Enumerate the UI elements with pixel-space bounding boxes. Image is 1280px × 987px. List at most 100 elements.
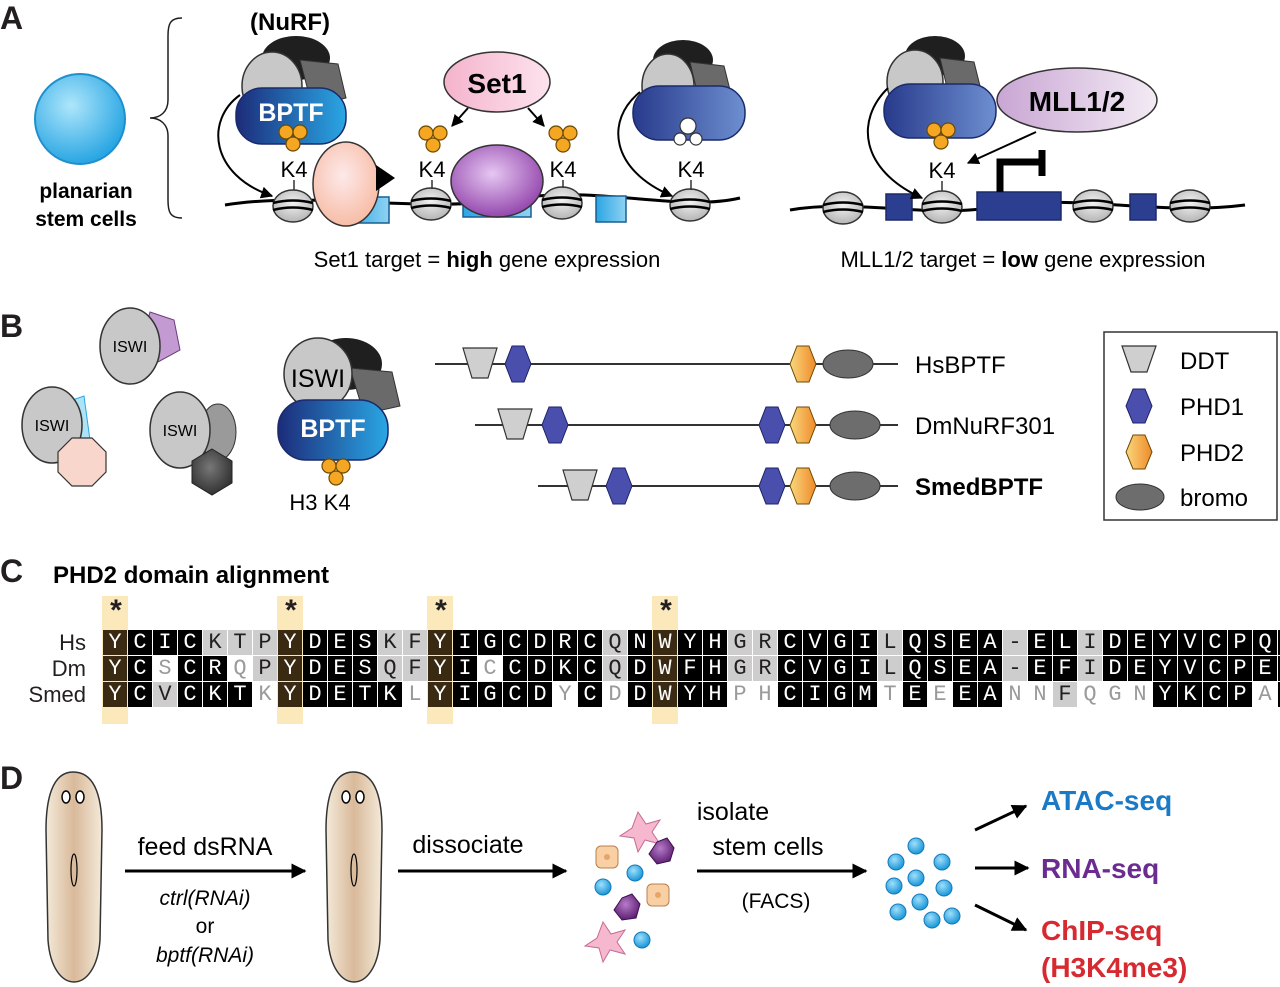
residue: S bbox=[353, 630, 377, 655]
residue: W bbox=[653, 682, 677, 707]
residue: E bbox=[1028, 630, 1052, 655]
residue: C bbox=[1278, 656, 1280, 681]
residue: Y bbox=[1153, 682, 1177, 707]
residue: E bbox=[903, 682, 927, 707]
chip-seq-mark-label: (H3K4me3) bbox=[1041, 952, 1187, 983]
panel-label-c: C bbox=[0, 553, 23, 589]
iswi-complex-3: ISWI bbox=[149, 391, 237, 496]
promoter-triangle-icon bbox=[376, 165, 395, 191]
brace bbox=[149, 17, 183, 219]
isolate-label-1: isolate bbox=[697, 798, 769, 826]
atac-seq-label: ATAC-seq bbox=[1041, 785, 1172, 816]
residue: P bbox=[1228, 656, 1252, 681]
dissociated-cells bbox=[583, 810, 675, 964]
legend-phd1-icon bbox=[1125, 388, 1153, 424]
residue: W bbox=[653, 630, 677, 655]
residue: P bbox=[728, 682, 752, 707]
bromo-domain bbox=[822, 349, 874, 379]
set1-enzyme bbox=[443, 51, 551, 113]
nurf-slide-arrow bbox=[217, 94, 274, 199]
panel-label-b: B bbox=[0, 308, 23, 344]
residue: C bbox=[503, 630, 527, 655]
iswi-label: ISWI bbox=[163, 423, 198, 440]
residue: Y bbox=[553, 682, 577, 707]
nucleosome bbox=[1169, 189, 1211, 223]
residue: E bbox=[328, 682, 352, 707]
bptf-label: BPTF bbox=[300, 415, 365, 443]
residue: A bbox=[1253, 682, 1277, 707]
alignment-row-label-dm: Dm bbox=[51, 656, 86, 681]
residue: C bbox=[1203, 656, 1227, 681]
residue: I bbox=[803, 682, 827, 707]
residue: C bbox=[778, 630, 802, 655]
residue: I bbox=[1078, 630, 1102, 655]
residue: M bbox=[853, 682, 877, 707]
exon-box bbox=[976, 191, 1062, 221]
stem-cell-label-2: stem cells bbox=[35, 208, 137, 231]
residue: E bbox=[928, 682, 952, 707]
set1-arrow-left bbox=[451, 107, 469, 127]
residue: P bbox=[253, 656, 277, 681]
exon-box bbox=[595, 195, 627, 223]
residue: C bbox=[1278, 682, 1280, 707]
residue: A bbox=[978, 630, 1002, 655]
residue: Q bbox=[603, 630, 627, 655]
nucleosome bbox=[272, 189, 314, 223]
residue: N bbox=[628, 630, 652, 655]
set1-caption: Set1 target = high gene expression bbox=[314, 247, 661, 272]
residue: H bbox=[703, 656, 727, 681]
nurf-slide-arrow bbox=[617, 91, 674, 198]
residue: L bbox=[878, 630, 902, 655]
mll-enzyme bbox=[996, 67, 1158, 133]
residue: R bbox=[553, 630, 577, 655]
residue: R bbox=[753, 630, 777, 655]
nurf-slide-arrow bbox=[866, 87, 924, 200]
residue: F bbox=[403, 656, 427, 681]
residue: Y bbox=[678, 682, 702, 707]
alignment-row-label-hs: Hs bbox=[59, 630, 86, 655]
residue: P bbox=[1228, 682, 1252, 707]
residue: V bbox=[803, 656, 827, 681]
residue: Q bbox=[1078, 682, 1102, 707]
residue: D bbox=[528, 630, 552, 655]
residue: H bbox=[703, 630, 727, 655]
mll-arrow bbox=[966, 131, 1037, 164]
residue: R bbox=[203, 656, 227, 681]
residue: E bbox=[953, 656, 977, 681]
residue: G bbox=[478, 682, 502, 707]
residue: C bbox=[178, 656, 202, 681]
residue: I bbox=[453, 656, 477, 681]
residue: C bbox=[128, 656, 152, 681]
residue: Y bbox=[103, 630, 127, 655]
iswi-label: ISWI bbox=[35, 418, 70, 435]
residue: F bbox=[1053, 682, 1077, 707]
protein-label-smedbptf: SmedBPTF bbox=[915, 474, 1043, 501]
residue: C bbox=[578, 630, 602, 655]
phd1-domain bbox=[605, 467, 633, 505]
rna-polymerase bbox=[450, 144, 544, 218]
residue: D bbox=[1103, 630, 1127, 655]
panel-label-d: D bbox=[0, 760, 23, 796]
residue: I bbox=[453, 682, 477, 707]
residue: F bbox=[678, 656, 702, 681]
residue: V bbox=[803, 630, 827, 655]
legend-bromo-icon bbox=[1115, 483, 1165, 511]
protein-label-dmnurf301: DmNuRF301 bbox=[915, 413, 1055, 440]
residue: V bbox=[153, 682, 177, 707]
nucleosome bbox=[541, 186, 583, 220]
isolated-stem-cells bbox=[885, 837, 961, 929]
residue: Y bbox=[678, 630, 702, 655]
residue: Y bbox=[103, 656, 127, 681]
residue: H bbox=[703, 682, 727, 707]
residue: D bbox=[303, 630, 327, 655]
residue: D bbox=[528, 682, 552, 707]
residue: C bbox=[128, 682, 152, 707]
residue: Y bbox=[278, 682, 302, 707]
ddt-domain bbox=[497, 408, 533, 440]
residue: Y bbox=[103, 682, 127, 707]
isolate-label-2: stem cells bbox=[712, 833, 823, 861]
residue: D bbox=[603, 682, 627, 707]
residue: C bbox=[1278, 630, 1280, 655]
